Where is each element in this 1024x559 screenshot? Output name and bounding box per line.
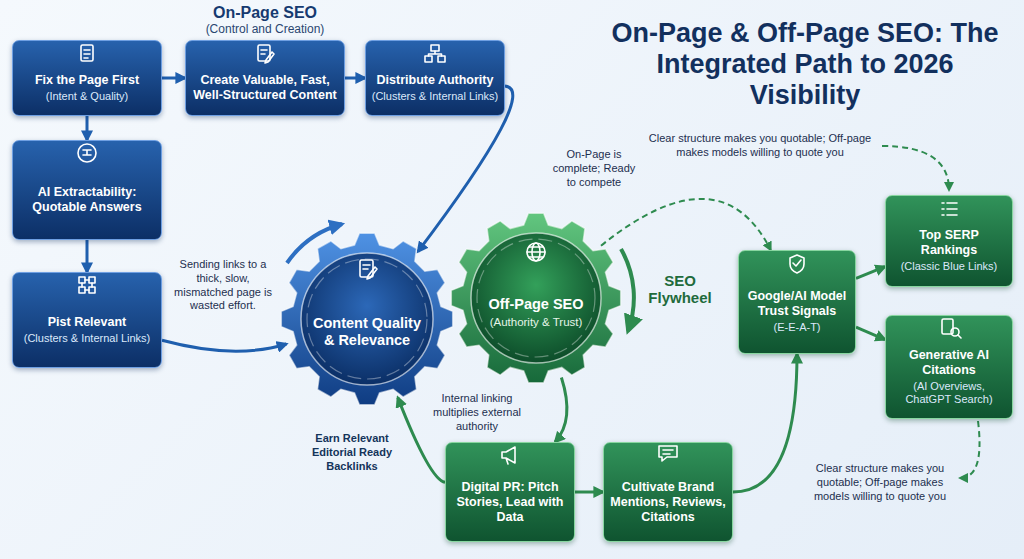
annotation-label: Internal linking multiplies external aut… <box>422 392 532 433</box>
annotation-label: Sending links to a thick, slow, mismatch… <box>166 258 280 313</box>
process-box: Distribute Authority (Clusters & Internal… <box>365 40 505 116</box>
dashed-connector <box>601 199 771 250</box>
process-box: Fix the Page First (Intent & Quality) <box>12 40 162 116</box>
process-box: Cultivate Brand Mentions, Reviews, Citat… <box>603 442 733 542</box>
gear-hub <box>301 253 433 385</box>
process-box: AI Extractability: Quotable Answers <box>12 140 162 240</box>
annotation-label: Clear structure makes you quotable; Off-… <box>640 132 880 160</box>
node-heading: Top SERP Rankings <box>890 228 1008 258</box>
process-box: Digital PR: Pitch Stories, Lead with Dat… <box>445 442 575 542</box>
annotation-label: SEO Flywheel <box>645 272 715 307</box>
gear-ring <box>307 259 427 379</box>
flow-arrow <box>86 116 89 140</box>
gear-teeth <box>451 213 620 382</box>
node-heading: Digital PR: Pitch Stories, Lead with Dat… <box>450 480 570 525</box>
node-subtext: (Authority & Trust) <box>490 316 583 330</box>
flow-arrow <box>162 77 185 80</box>
node-heading: AI Extractability: Quotable Answers <box>17 185 157 215</box>
flow-arrow <box>345 77 365 80</box>
node-heading: Content Quality & Relevance <box>310 315 424 348</box>
process-box: Create Valuable, Fast, Well-Structured C… <box>185 40 345 116</box>
node-subtext: (Clusters & Internal Links) <box>372 90 499 103</box>
node-subtext: (E-E-A-T) <box>773 321 820 334</box>
dashed-leader <box>960 421 980 478</box>
flow-arrow <box>575 491 603 494</box>
node-subtext: (AI Overviews, ChatGPT Search) <box>890 380 1008 406</box>
process-box: Generative AI Citations(AI Overviews, Ch… <box>885 315 1013 419</box>
flow-arrow <box>555 378 567 443</box>
node-subtext: (Intent & Quality) <box>46 90 129 103</box>
node-heading: Fix the Page First <box>35 73 139 88</box>
flywheel-gear: Content Quality & Relevance <box>280 232 454 406</box>
flow-arrow <box>856 267 885 279</box>
flow-arrow <box>86 240 89 272</box>
flow-arrow <box>162 340 286 351</box>
flow-arrow <box>733 354 797 492</box>
gear-ring <box>477 239 595 357</box>
annotation-label: (Control and Creation) <box>185 22 345 36</box>
process-box: Pist Relevant (Clusters & Internal Links) <box>12 272 162 368</box>
annotation-label: On-Page is complete; Ready to compete <box>548 148 640 189</box>
node-heading: Create Valuable, Fast, Well-Structured C… <box>190 73 340 103</box>
node-heading: Cultivate Brand Mentions, Reviews, Citat… <box>608 480 728 525</box>
node-subtext: (Classic Blue Links) <box>901 260 998 273</box>
node-heading: Pist Relevant <box>48 315 127 330</box>
flywheel-arc <box>621 249 634 331</box>
diagram-title: On-Page & Off-Page SEO: The Integrated P… <box>610 18 1000 111</box>
annotation-label: Earn Relevant Editorial Ready Backlinks <box>296 432 408 473</box>
node-subtext: (Clusters & Internal Links) <box>24 332 151 345</box>
flywheel-gear: Off-Page SEO (Authority & Trust) <box>450 212 622 384</box>
annotation-label: On-Page SEO <box>185 4 345 22</box>
node-heading: Distribute Authority <box>377 73 494 88</box>
gear-hub <box>471 233 601 363</box>
node-heading: Google/AI Model Trust Signals <box>743 289 851 319</box>
gear-teeth <box>281 233 452 404</box>
dashed-leader <box>882 146 949 190</box>
process-box: Top SERP Rankings (Classic Blue Links) <box>885 195 1013 287</box>
node-heading: Generative AI Citations <box>890 348 1008 378</box>
flow-arrow <box>856 327 885 339</box>
annotation-label: Clear structure makes you quotable; Off-… <box>805 462 955 503</box>
process-box: Google/AI Model Trust Signals (E-E-A-T) <box>738 250 856 354</box>
node-heading: Off-Page SEO <box>488 296 583 313</box>
